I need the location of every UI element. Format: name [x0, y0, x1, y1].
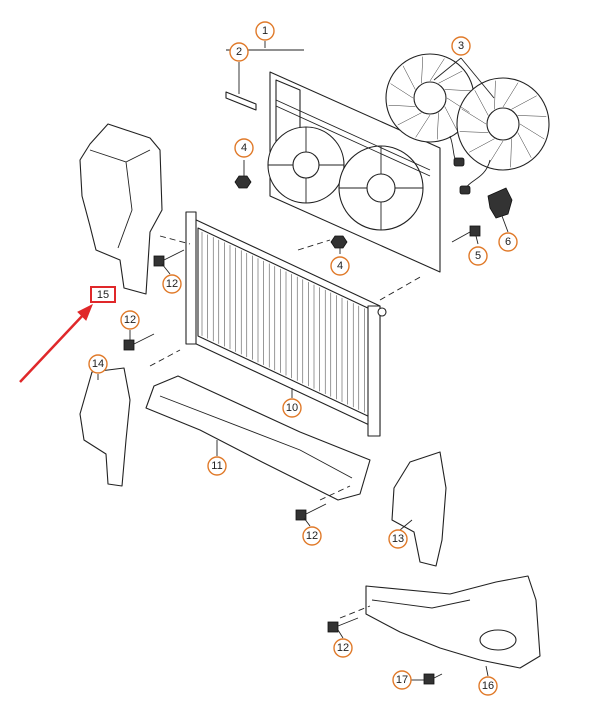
callout-5[interactable]: 5: [468, 246, 488, 266]
callout-13[interactable]: 13: [388, 529, 408, 549]
fan-shroud[interactable]: [267, 71, 441, 273]
callout-14-label: 14: [92, 358, 104, 370]
callout-5-label: 5: [475, 250, 481, 262]
callout-1[interactable]: 1: [255, 21, 275, 41]
callout-6[interactable]: 6: [498, 232, 518, 252]
fan-motors[interactable]: [385, 53, 550, 195]
callout-2-label: 2: [236, 46, 242, 58]
callout-13-label: 13: [392, 533, 404, 545]
callout-4-upper[interactable]: 4: [234, 138, 254, 158]
connector[interactable]: [487, 187, 513, 219]
seal-strip[interactable]: [225, 91, 257, 111]
nut-4-lower[interactable]: [330, 235, 348, 249]
callout-12-center[interactable]: 12: [302, 526, 322, 546]
callout-12-left-label: 12: [124, 314, 136, 326]
callout-12-center-label: 12: [306, 530, 318, 542]
callout-2[interactable]: 2: [229, 42, 249, 62]
air-guide-15[interactable]: [79, 123, 163, 295]
callout-16-label: 16: [482, 680, 494, 692]
callout-3[interactable]: 3: [451, 36, 471, 56]
callout-11-label: 11: [211, 460, 222, 472]
radiator[interactable]: [185, 211, 387, 437]
air-guide-13[interactable]: [391, 451, 447, 567]
screw-12-bottom[interactable]: [327, 617, 359, 633]
callout-4-upper-label: 4: [241, 142, 247, 154]
highlight-arrow: [19, 303, 93, 383]
screw-12-upper[interactable]: [153, 249, 185, 267]
air-duct-panel[interactable]: [145, 375, 371, 501]
callout-6-label: 6: [505, 236, 511, 248]
leader-lines: [97, 41, 509, 681]
screw-17[interactable]: [423, 673, 443, 685]
callout-15[interactable]: 15: [90, 286, 116, 303]
callout-12-bottom[interactable]: 12: [333, 638, 353, 658]
nut-4-upper[interactable]: [234, 175, 252, 189]
callout-12-upper[interactable]: 12: [162, 274, 182, 294]
callout-12-upper-label: 12: [166, 278, 178, 290]
callout-15-label: 15: [97, 289, 109, 301]
callout-12-bottom-label: 12: [337, 642, 349, 654]
bumper-section[interactable]: [365, 575, 541, 669]
screw-12-left[interactable]: [123, 333, 155, 351]
callout-14[interactable]: 14: [88, 354, 108, 374]
air-guide-14[interactable]: [79, 367, 131, 487]
screw-5[interactable]: [451, 225, 481, 243]
callout-12-left[interactable]: 12: [120, 310, 140, 330]
callout-16[interactable]: 16: [478, 676, 498, 696]
callout-3-label: 3: [458, 40, 464, 52]
callout-10-label: 10: [286, 402, 298, 414]
callout-4-lower[interactable]: 4: [330, 256, 350, 276]
callout-10[interactable]: 10: [282, 398, 302, 418]
callout-4-lower-label: 4: [337, 260, 343, 272]
screw-12-center[interactable]: [295, 503, 327, 521]
callout-17[interactable]: 17: [392, 670, 412, 690]
callout-1-label: 1: [262, 25, 268, 37]
callout-11[interactable]: 11: [207, 456, 227, 476]
callout-17-label: 17: [396, 674, 408, 686]
